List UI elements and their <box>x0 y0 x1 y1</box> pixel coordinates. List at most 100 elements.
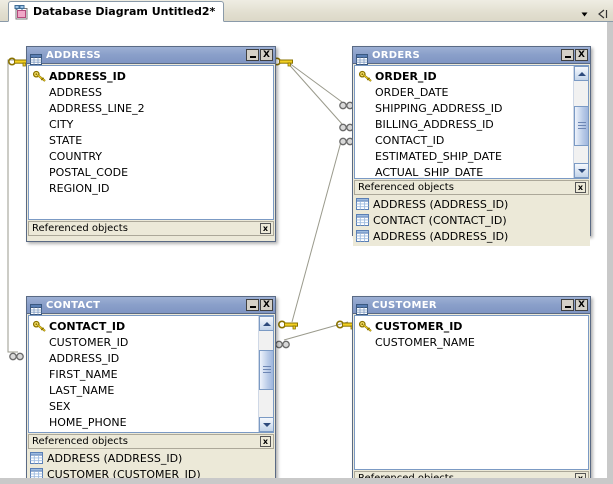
table-title-bar-customer[interactable]: CUSTOMER X <box>353 297 590 315</box>
pk-endpoint-address-right <box>272 53 295 72</box>
table-reference-icon <box>30 452 43 464</box>
column-row-contact-first_name[interactable]: FIRST_NAME <box>31 366 148 382</box>
tab-database-diagram[interactable]: Database Diagram Untitled2* <box>8 1 225 22</box>
scroll-down-button[interactable] <box>574 163 588 178</box>
primary-key-icon <box>32 70 46 82</box>
scroll-down-button[interactable] <box>259 417 273 432</box>
column-row-contact-contact_id[interactable]: CONTACT_ID <box>31 318 148 334</box>
column-row-address-address_line_2[interactable]: ADDRESS_LINE_2 <box>31 100 145 116</box>
column-row-orders-estimated_ship_date[interactable]: ESTIMATED_SHIP_DATE <box>357 148 503 164</box>
column-name-label: SHIPPING_ADDRESS_ID <box>375 101 503 115</box>
column-name-label: ORDER_DATE <box>375 85 449 99</box>
close-button-contact[interactable]: X <box>260 299 273 311</box>
referenced-object-label: CUSTOMER (CUSTOMER_ID) <box>47 467 201 481</box>
minimize-button-customer[interactable] <box>561 299 574 311</box>
column-row-orders-contact_id[interactable]: CONTACT_ID <box>357 132 503 148</box>
column-row-contact-business_phone[interactable]: BUSINESS_PHONE <box>31 430 148 433</box>
referenced-objects-close-button-orders[interactable]: x <box>575 182 586 193</box>
column-row-contact-last_name[interactable]: LAST_NAME <box>31 382 148 398</box>
primary-key-icon <box>358 70 372 82</box>
column-name-label: ADDRESS <box>49 85 103 99</box>
table-reference-icon <box>356 198 369 210</box>
scrollbar-thumb-contact[interactable] <box>259 350 273 390</box>
editor-tab-bar: Database Diagram Untitled2* <box>0 0 613 22</box>
vertical-scrollbar-orders[interactable] <box>573 66 588 178</box>
referenced-object-item[interactable]: ADDRESS (ADDRESS_ID) <box>356 228 590 244</box>
table-title-bar-address[interactable]: ADDRESS X <box>27 47 275 65</box>
referenced-object-item[interactable]: CONTACT (CONTACT_ID) <box>356 212 590 228</box>
column-name-label: CUSTOMER_ID <box>49 335 129 349</box>
close-button-address[interactable]: X <box>260 49 273 61</box>
relation-line-address-contact <box>7 59 18 353</box>
column-name-label: LAST_NAME <box>49 383 115 397</box>
column-row-orders-order_date[interactable]: ORDER_DATE <box>357 84 503 100</box>
column-name-label: CONTACT_ID <box>49 319 126 333</box>
referenced-objects-list-address <box>27 236 275 239</box>
column-row-contact-home_phone[interactable]: HOME_PHONE <box>31 414 148 430</box>
tab-label: Database Diagram Untitled2* <box>33 5 216 18</box>
column-row-customer-customer_name[interactable]: CUSTOMER_NAME <box>357 334 475 350</box>
column-row-contact-customer_id[interactable]: CUSTOMER_ID <box>31 334 148 350</box>
pk-endpoint-contact-right <box>277 316 300 335</box>
referenced-object-item[interactable]: ADDRESS (ADDRESS_ID) <box>30 450 275 466</box>
scroll-up-button[interactable] <box>259 316 273 331</box>
vertical-scrollbar-contact[interactable] <box>258 316 273 432</box>
referenced-object-label: ADDRESS (ADDRESS_ID) <box>47 451 183 465</box>
referenced-objects-header-address: Referenced objects x <box>28 221 274 236</box>
column-row-orders-shipping_address_id[interactable]: SHIPPING_ADDRESS_ID <box>357 100 503 116</box>
column-row-address-country[interactable]: COUNTRY <box>31 148 145 164</box>
column-row-address-postal_code[interactable]: POSTAL_CODE <box>31 164 145 180</box>
column-row-address-state[interactable]: STATE <box>31 132 145 148</box>
table-name-label-customer: CUSTOMER <box>372 299 437 311</box>
table-window-buttons: X <box>246 49 273 61</box>
primary-key-icon <box>358 320 372 332</box>
referenced-objects-close-button-address[interactable]: x <box>260 223 271 234</box>
column-name-label: CUSTOMER_NAME <box>375 335 475 349</box>
column-name-label: FIRST_NAME <box>49 367 118 381</box>
column-row-address-address_id[interactable]: ADDRESS_ID <box>31 68 145 84</box>
column-row-orders-actual_ship_date[interactable]: ACTUAL_SHIP_DATE <box>357 164 503 179</box>
close-button-orders[interactable]: X <box>575 49 588 61</box>
close-button-customer[interactable]: X <box>575 299 588 311</box>
scroll-up-button[interactable] <box>574 66 588 81</box>
scroll-left-icon[interactable] <box>596 5 609 19</box>
column-row-contact-sex[interactable]: SEX <box>31 398 148 414</box>
scrollbar-thumb-orders[interactable] <box>574 106 588 146</box>
referenced-object-item[interactable]: ADDRESS (ADDRESS_ID) <box>356 196 590 212</box>
canvas-right-shadow <box>607 22 613 484</box>
column-row-address-address[interactable]: ADDRESS <box>31 84 145 100</box>
minimize-button-contact[interactable] <box>246 299 259 311</box>
column-name-label: HOME_PHONE <box>49 415 127 429</box>
column-row-address-region_id[interactable]: REGION_ID <box>31 180 145 196</box>
table-title-bar-orders[interactable]: ORDERS X <box>353 47 590 65</box>
table-title-bar-contact[interactable]: CONTACT X <box>27 297 275 315</box>
column-row-address-city[interactable]: CITY <box>31 116 145 132</box>
column-row-orders-billing_address_id[interactable]: BILLING_ADDRESS_ID <box>357 116 503 132</box>
table-window-buttons: X <box>246 299 273 311</box>
fk-endpoint-contact-customer <box>274 335 292 354</box>
chevron-down-icon[interactable] <box>578 5 591 17</box>
column-row-customer-customer_id[interactable]: CUSTOMER_ID <box>357 318 475 334</box>
fk-endpoint-contact-address <box>8 347 26 366</box>
column-row-orders-order_id[interactable]: ORDER_ID <box>357 68 503 84</box>
minimize-button-address[interactable] <box>246 49 259 61</box>
column-name-label: ADDRESS_LINE_2 <box>49 101 145 115</box>
minimize-button-orders[interactable] <box>561 49 574 61</box>
referenced-object-label: ADDRESS (ADDRESS_ID) <box>373 197 509 211</box>
column-row-contact-address_id[interactable]: ADDRESS_ID <box>31 350 148 366</box>
referenced-objects-header-orders: Referenced objects x <box>354 180 589 195</box>
table-name-label-address: ADDRESS <box>46 49 101 61</box>
column-name-label: ACTUAL_SHIP_DATE <box>375 165 484 179</box>
referenced-objects-close-button-contact[interactable]: x <box>260 436 271 447</box>
